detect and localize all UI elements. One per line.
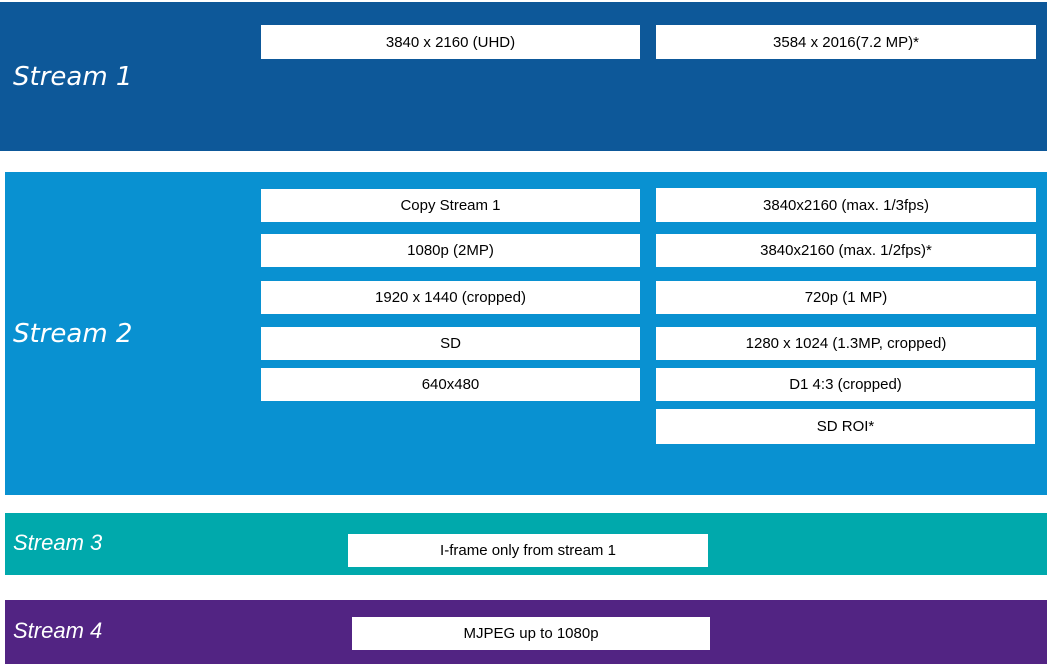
resolution-box-stream1-left: 3840 x 2160 (UHD) xyxy=(261,25,640,59)
stream2-label: Stream 2 xyxy=(13,319,133,349)
resolution-box-stream1-right: 3584 x 2016(7.2 MP)* xyxy=(656,25,1036,59)
resolution-box-stream2-left: Copy Stream 1 xyxy=(261,189,640,222)
resolution-box-stream2-left: 1080p (2MP) xyxy=(261,234,640,267)
resolution-box-stream2-right: 3840x2160 (max. 1/2fps)* xyxy=(656,234,1036,267)
resolution-box-stream2-right: SD ROI* xyxy=(656,409,1035,444)
resolution-box-stream2-right: 1280 x 1024 (1.3MP, cropped) xyxy=(656,327,1036,360)
stream1-label: Stream 1 xyxy=(13,62,133,92)
resolution-box-stream3: I-frame only from stream 1 xyxy=(348,534,708,567)
resolution-box-stream2-left: 640x480 xyxy=(261,368,640,401)
resolution-box-stream4: MJPEG up to 1080p xyxy=(352,617,710,650)
stream4-label: Stream 4 xyxy=(13,618,103,643)
resolution-box-stream2-right: 3840x2160 (max. 1/3fps) xyxy=(656,188,1036,222)
resolution-box-stream2-right: D1 4:3 (cropped) xyxy=(656,368,1035,401)
resolution-box-stream2-left: 1920 x 1440 (cropped) xyxy=(261,281,640,314)
resolution-box-stream2-right: 720p (1 MP) xyxy=(656,281,1036,314)
stream3-label: Stream 3 xyxy=(13,530,103,555)
resolution-box-stream2-left: SD xyxy=(261,327,640,360)
